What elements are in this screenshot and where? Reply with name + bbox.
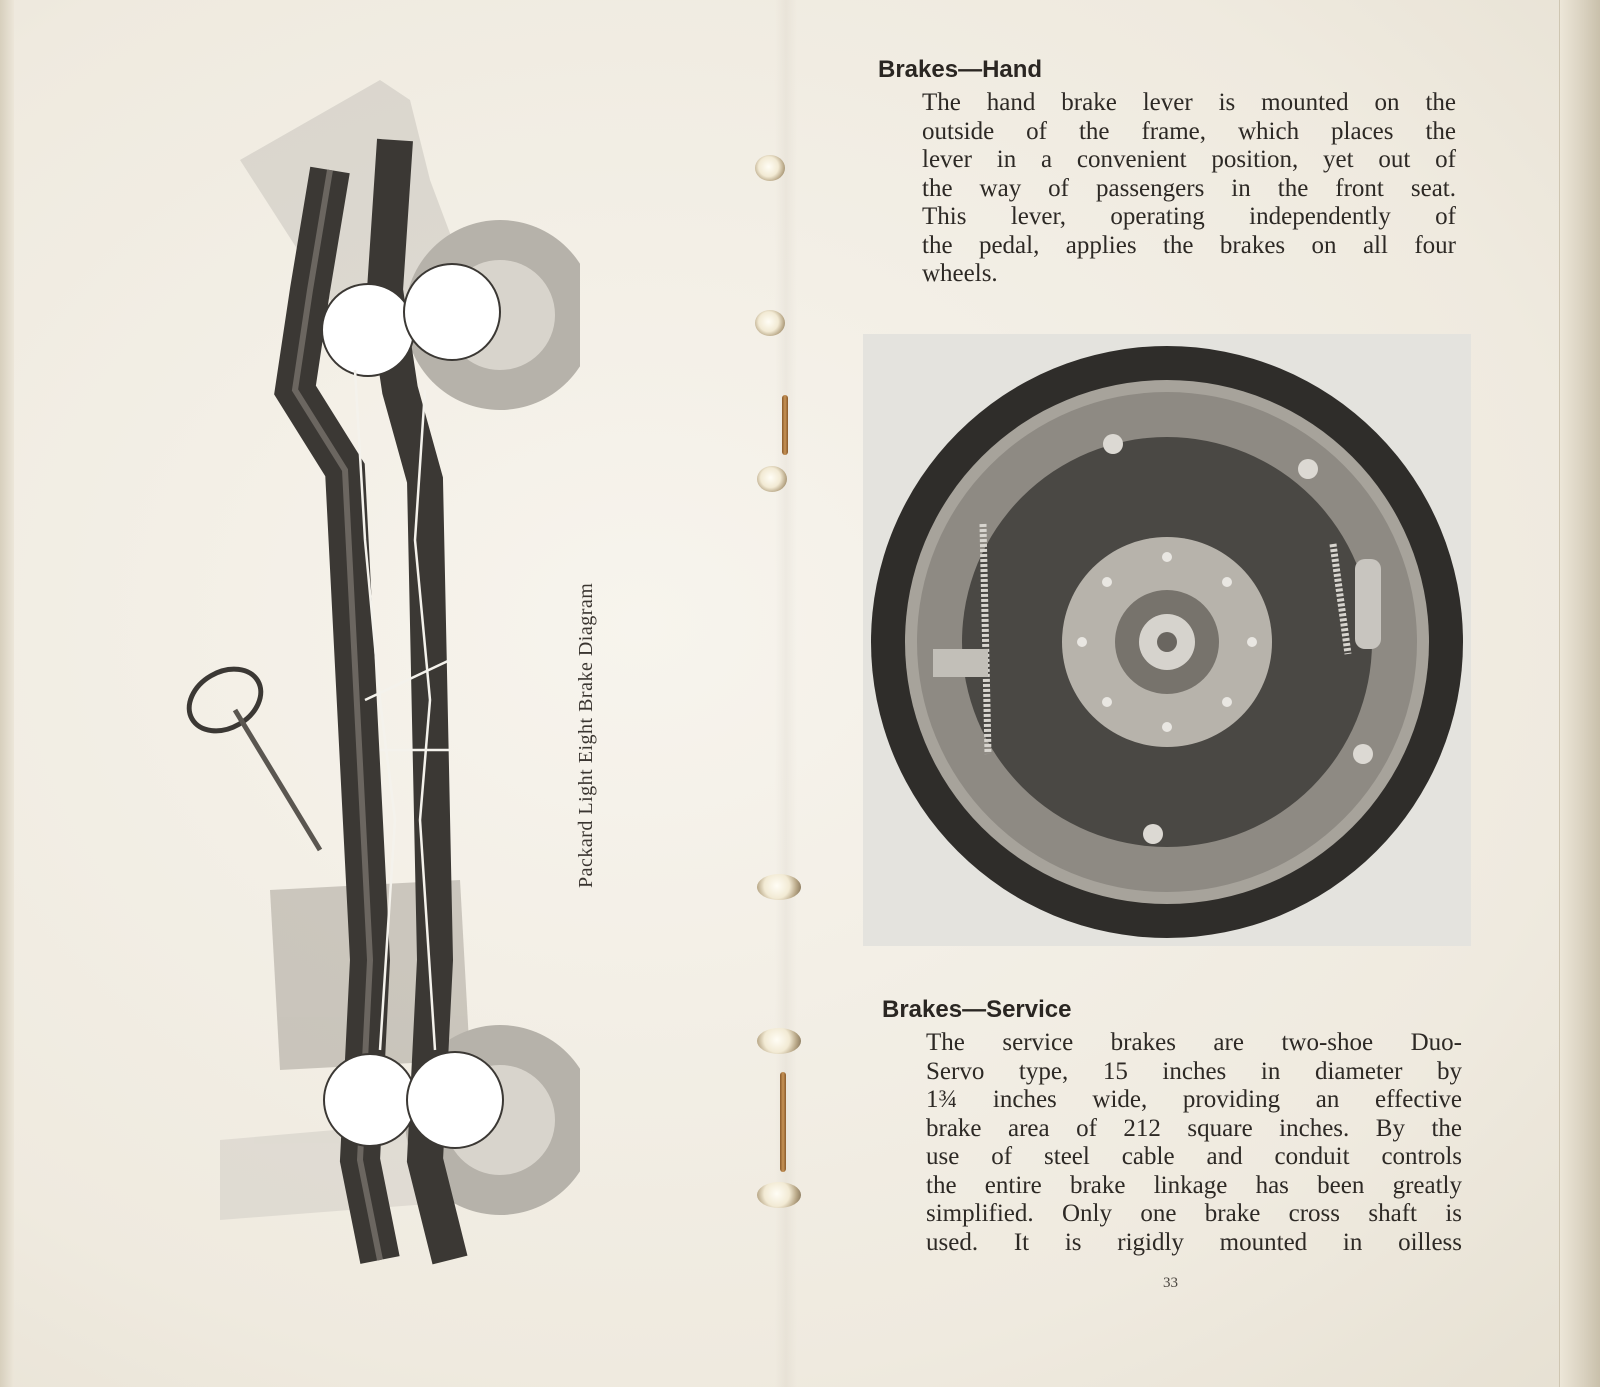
section-body-hand: The hand brake lever is mounted on the o…: [922, 89, 1456, 289]
page-number: 33: [1163, 1275, 1178, 1291]
diagram-caption: Packard Light Eight Brake Diagram: [575, 582, 597, 888]
adjuster: [933, 649, 988, 677]
brake-drum-photo: [863, 334, 1471, 946]
binding-gutter: [775, 0, 797, 1387]
page-left-edge: [0, 0, 14, 1387]
text-line: simplified. Only one brake cross shaft i…: [926, 1200, 1462, 1227]
chassis-diagram: [186, 80, 580, 1265]
text-line: Servo type, 15 inches in diameter by: [926, 1057, 1462, 1085]
rear-left-drum: [323, 1053, 417, 1147]
text-line: The hand brake lever is mounted on the: [922, 89, 1456, 116]
section-heading-service: Brakes—Service: [882, 996, 1072, 1023]
paper-tear: [780, 1072, 786, 1172]
text-line: The service brakes are two-shoe Duo-: [926, 1029, 1462, 1056]
text-line: the pedal, applies the brakes on all fou…: [922, 231, 1456, 259]
text-line: use of steel cable and conduit controls: [926, 1143, 1462, 1170]
paper-tear: [782, 395, 788, 455]
spindle-center: [1157, 632, 1177, 652]
binder-hole-icon: [757, 874, 801, 900]
section-heading-hand: Brakes—Hand: [878, 56, 1043, 83]
section-body-service: The service brakes are two-shoe Duo- Ser…: [926, 1029, 1462, 1257]
text-line: outside of the frame, which places the: [922, 117, 1456, 145]
text-line: used. It is rigidly mounted in oilless: [926, 1228, 1462, 1256]
return-spring-left: [979, 523, 992, 755]
brake-cables: [353, 369, 451, 1051]
rear-right-drum: [406, 1051, 504, 1149]
text-line: wheels.: [922, 260, 998, 287]
text-line: the way of passengers in the front seat.: [922, 174, 1456, 202]
text-line: This lever, operating independently of: [922, 203, 1456, 230]
text-line: the entire brake linkage has been greatl…: [926, 1171, 1462, 1199]
front-left-drum: [321, 283, 415, 377]
brake-drum-illustration: [871, 346, 1463, 938]
page-right-edge: [1559, 0, 1600, 1387]
steering-wheel: [186, 666, 264, 734]
rim-rivets: [1103, 434, 1373, 844]
frame-rail-left-highlight: [291, 169, 383, 1261]
binder-hole-icon: [757, 466, 787, 492]
brake-cylinder: [1355, 559, 1381, 649]
text-line: brake area of 212 square inches. By the: [926, 1114, 1462, 1142]
front-right-drum: [403, 263, 501, 361]
steering-column: [232, 708, 323, 852]
binder-hole-icon: [757, 1028, 801, 1054]
binder-hole-icon: [755, 310, 785, 336]
text-line: lever in a convenient position, yet out …: [922, 146, 1456, 173]
text-line: 1¾ inches wide, providing an effective: [926, 1086, 1462, 1113]
binder-hole-icon: [755, 155, 785, 181]
return-spring-right: [1329, 543, 1352, 655]
binder-hole-icon: [757, 1182, 801, 1208]
hub-bolts: [1077, 552, 1257, 732]
